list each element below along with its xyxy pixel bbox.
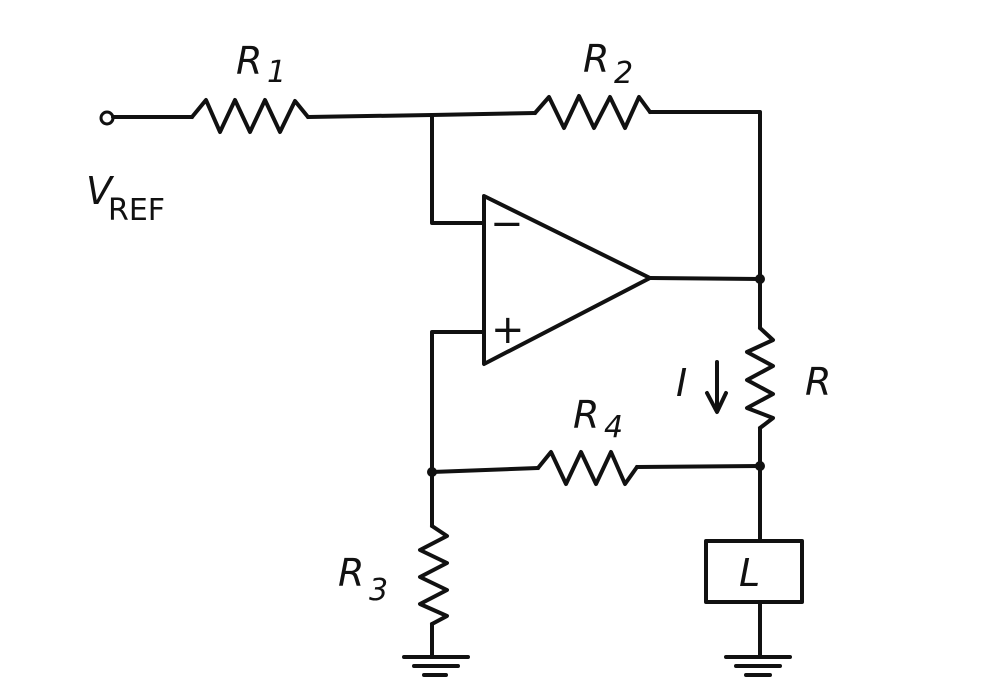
current-arrow: [705, 360, 728, 414]
wire-opamp-output: [648, 276, 762, 281]
wire-node-r4: [430, 466, 540, 474]
label-vref: V: [86, 169, 115, 213]
resistor-r4: [536, 450, 639, 486]
wire-r2-right: [648, 110, 762, 281]
wire-r1-node: [306, 113, 434, 119]
label-r3: R: [338, 551, 364, 595]
opamp-plus-sign: +: [491, 307, 525, 353]
resistor-r-sense: [745, 326, 775, 430]
label-r4-sub: 4: [604, 410, 623, 445]
opamp-minus-sign: −: [490, 201, 524, 247]
label-r-sense: R: [805, 360, 831, 404]
wire-noninverting: [430, 330, 486, 474]
label-vref-sub: REF: [108, 193, 165, 228]
label-r2: R: [583, 37, 609, 81]
label-r4: R: [573, 393, 599, 437]
label-current: I: [676, 361, 687, 405]
wire-r4-right: [635, 464, 762, 469]
resistor-r3: [418, 524, 449, 626]
label-r3-sub: 3: [369, 573, 388, 608]
ground-right: [724, 655, 792, 677]
label-r2-sub: 2: [614, 56, 633, 91]
wire-node-inverting: [430, 113, 486, 225]
label-load: L: [739, 551, 760, 595]
vref-terminal: [99, 110, 115, 126]
resistor-r1: [190, 98, 310, 134]
label-r1: R: [236, 39, 262, 83]
ground-left: [402, 655, 470, 677]
label-r1-sub: 1: [267, 55, 286, 90]
load-box: [704, 539, 804, 604]
wire-node-r2: [430, 111, 537, 117]
opamp: [482, 194, 652, 366]
resistor-r2: [533, 94, 652, 130]
